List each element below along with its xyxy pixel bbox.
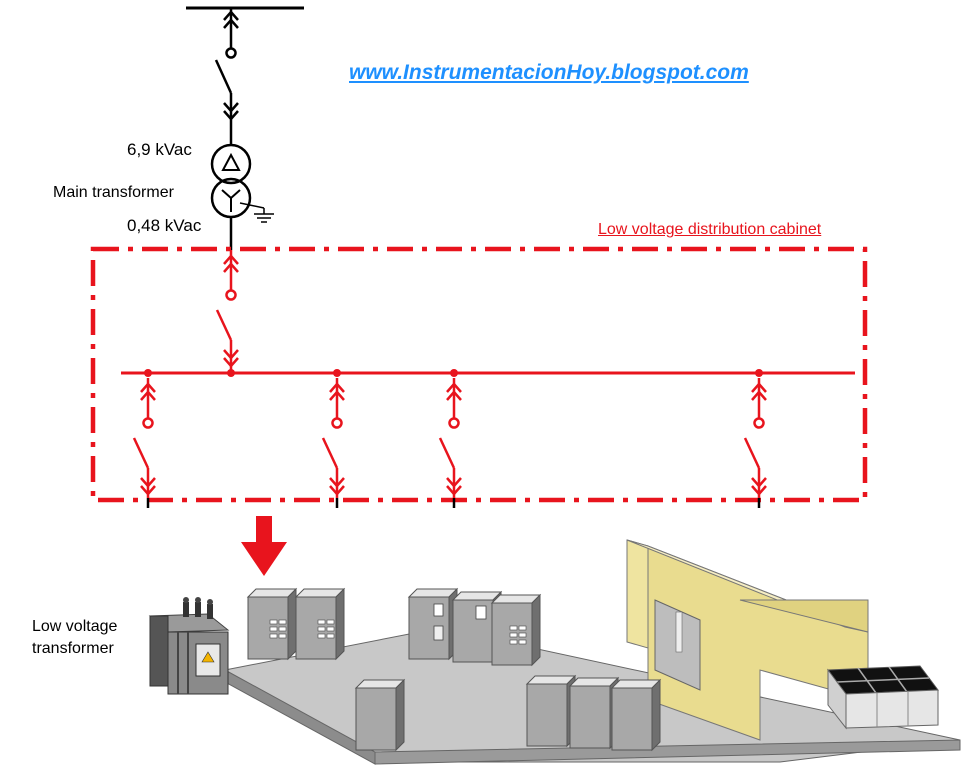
lv-transformer-label-line1: Low voltage (32, 618, 118, 635)
main-transformer-symbol (210, 143, 274, 250)
cabinet-row-front (526, 675, 661, 751)
primary-voltage-label: 6,9 kVac (127, 140, 192, 159)
insulator-bushings (183, 597, 213, 619)
blog-url-link[interactable]: www.InstrumentacionHoy.blogspot.com (349, 61, 749, 84)
incoming-breaker (214, 6, 240, 125)
lv-transformer-label-line2: transformer (32, 640, 114, 657)
main-transformer-label: Main transformer (53, 184, 174, 201)
switchgear-group-1 (247, 588, 345, 660)
cabinet-boundary (90, 246, 868, 503)
lv-transformer-label: Low voltage transformer (32, 616, 117, 660)
feeder-breaker-1 (132, 369, 157, 508)
incoming-feeder (186, 6, 304, 145)
feeder-breaker-4 (743, 369, 768, 508)
capacitor-bank (827, 665, 939, 730)
down-arrow-icon (241, 516, 287, 576)
cabinet-label: Low voltage distribution cabinet (598, 221, 822, 238)
ground-icon (239, 202, 274, 223)
partition-wall (626, 539, 869, 741)
low-voltage-transformer (148, 597, 230, 695)
feeder-breaker-3 (438, 369, 463, 508)
switchgear-group-2 (408, 588, 541, 666)
secondary-voltage-label: 0,48 kVac (127, 216, 202, 235)
cabinet-front-left (355, 679, 405, 751)
feeder-breaker-2 (321, 369, 346, 508)
electrical-room-illustration (148, 539, 961, 765)
cabinet-incomer (215, 248, 240, 373)
